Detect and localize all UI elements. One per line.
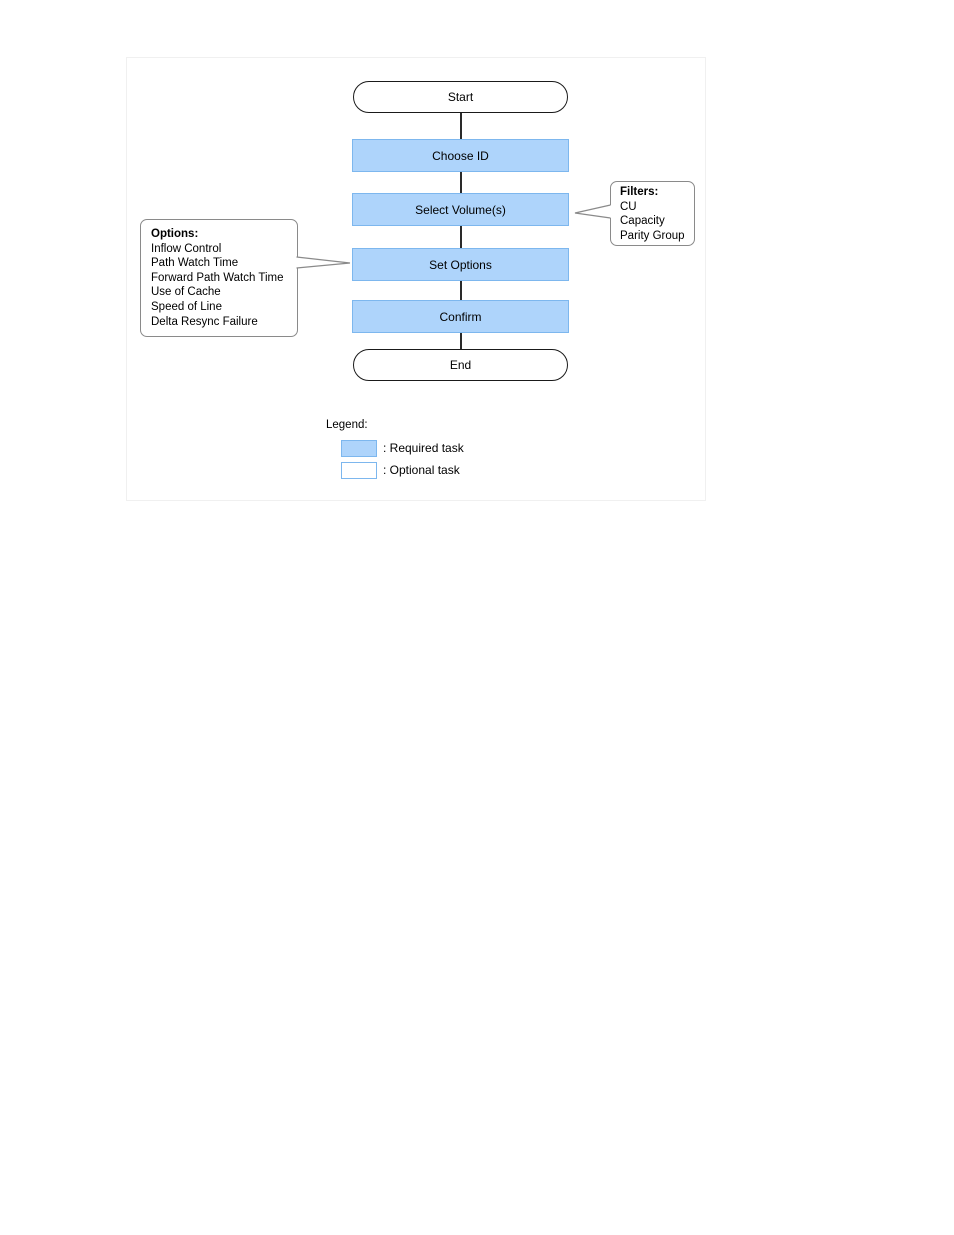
options-item: Delta Resync Failure (151, 315, 297, 330)
legend-required-label: : Required task (383, 441, 464, 455)
connector-chooseid-selectvolumes (460, 172, 462, 194)
connector-selectvolumes-setoptions (460, 226, 462, 249)
legend-title: Legend: (326, 419, 368, 431)
filters-title: Filters: (620, 185, 694, 200)
connector-confirm-end (460, 333, 462, 350)
options-callout: Options: Inflow Control Path Watch Time … (140, 219, 298, 337)
connector-setoptions-confirm (460, 280, 462, 301)
options-item: Path Watch Time (151, 256, 297, 271)
legend-optional-label: : Optional task (383, 463, 460, 477)
options-item: Speed of Line (151, 300, 297, 315)
filters-item: CU (620, 200, 694, 215)
options-item: Inflow Control (151, 242, 297, 257)
step-confirm: Confirm (352, 300, 569, 333)
options-callout-pointer (296, 252, 352, 272)
filters-item: Capacity (620, 214, 694, 229)
end-node: End (353, 349, 568, 381)
connector-start-chooseid (460, 113, 462, 140)
legend-required-swatch (341, 440, 377, 457)
filters-callout-pointer (574, 203, 612, 221)
step-select-volumes: Select Volume(s) (352, 193, 569, 226)
options-item: Forward Path Watch Time (151, 271, 297, 286)
step-set-options: Set Options (352, 248, 569, 281)
filters-item: Parity Group (620, 229, 694, 244)
options-item: Use of Cache (151, 285, 297, 300)
filters-callout: Filters: CU Capacity Parity Group (610, 181, 695, 246)
start-node: Start (353, 81, 568, 113)
legend-optional-swatch (341, 462, 377, 479)
step-choose-id: Choose ID (352, 139, 569, 172)
options-title: Options: (151, 227, 297, 242)
